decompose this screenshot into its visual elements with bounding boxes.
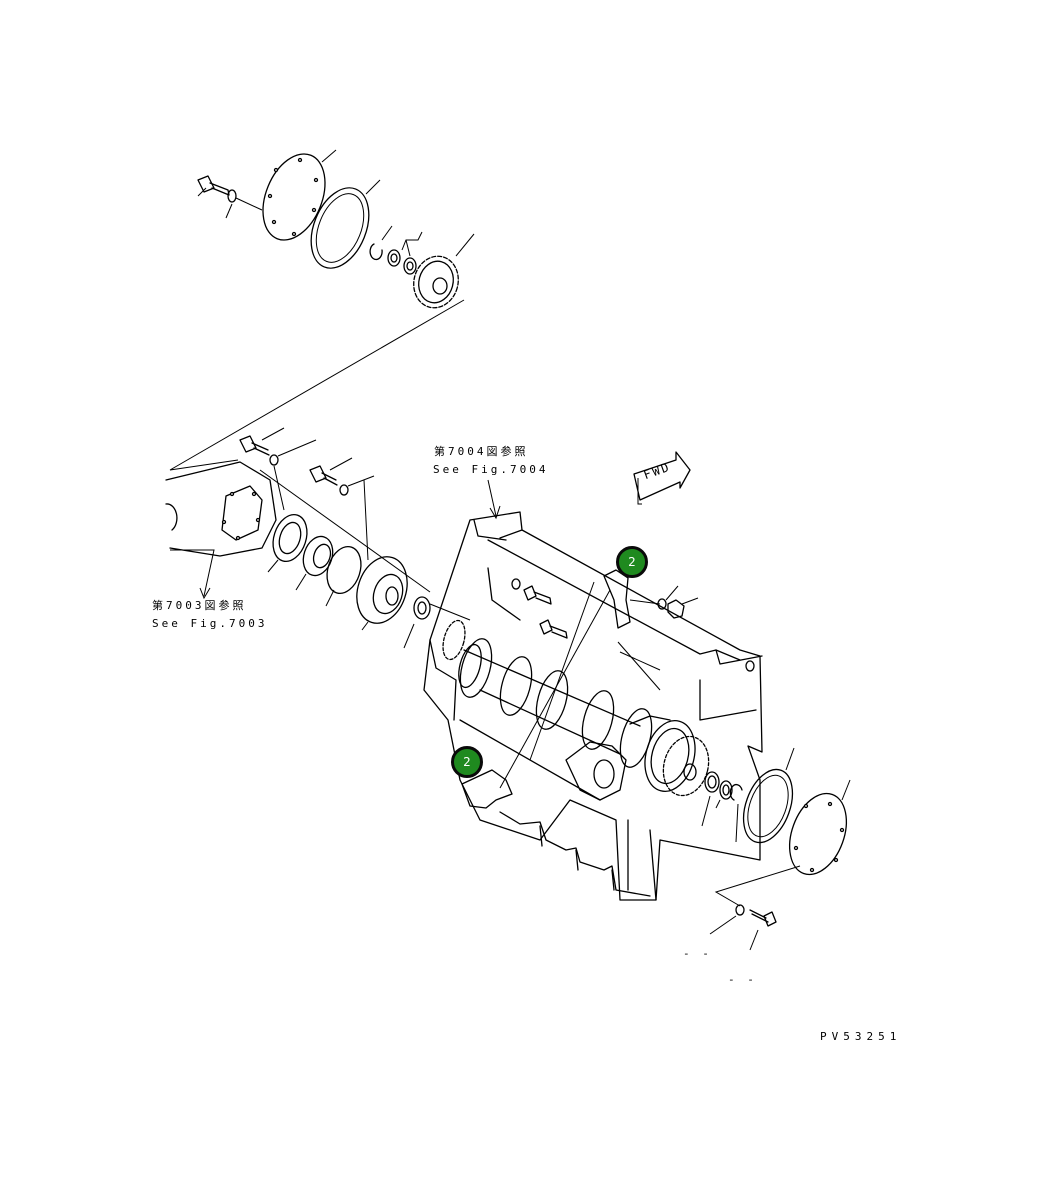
- top-parts-group: [169, 149, 475, 471]
- left-bolt-1: [239, 427, 285, 456]
- callout-marker[interactable]: 2: [451, 746, 483, 778]
- left-parts-group: [165, 427, 471, 649]
- dash-label: - -: [728, 973, 757, 986]
- ref-fig7003-en: See Fig.7003: [152, 617, 268, 630]
- left-washer-2: [339, 475, 375, 496]
- ref-fig7003-jp: 第7003図参照: [152, 599, 247, 612]
- left-flange-hub: [356, 556, 408, 631]
- dash-label: - -: [683, 947, 712, 960]
- left-oring: [325, 545, 362, 607]
- top-gasket: [310, 179, 381, 269]
- left-washer-1: [269, 439, 317, 466]
- right-bolt: [749, 909, 777, 951]
- left-bearing: [295, 535, 334, 591]
- right-cover-plate: [789, 779, 851, 876]
- nut-and-washer: [657, 585, 699, 619]
- right-snap-ring: [729, 784, 743, 843]
- top-cover-plate: [262, 149, 337, 241]
- top-washer: [225, 189, 237, 219]
- top-collars: [387, 231, 423, 275]
- right-collar-1: [701, 771, 720, 827]
- main-case: [423, 511, 763, 901]
- fwd-arrow-icon: [633, 451, 691, 505]
- right-gear: [644, 720, 710, 797]
- left-retainer: [267, 513, 308, 573]
- top-bolt: [197, 175, 230, 197]
- right-washer: [709, 904, 745, 935]
- case-bolt-1: [523, 585, 552, 605]
- top-sprocket: [413, 233, 475, 309]
- right-collar-2: [715, 780, 733, 809]
- right-gasket: [742, 747, 795, 844]
- ref-fig7004-jp: 第7004図参照: [434, 445, 529, 458]
- left-housing: [165, 461, 277, 557]
- fig7004-leader: [487, 479, 501, 520]
- top-snap-ring: [369, 225, 393, 261]
- drawing-code: PV53251: [820, 1030, 902, 1043]
- left-bolt-2: [309, 457, 353, 486]
- left-seal: [403, 596, 431, 649]
- ref-fig7004-en: See Fig.7004: [433, 463, 549, 476]
- callout-marker[interactable]: 2: [616, 546, 648, 578]
- case-bolt-2: [539, 619, 568, 639]
- right-parts-group: [629, 585, 851, 951]
